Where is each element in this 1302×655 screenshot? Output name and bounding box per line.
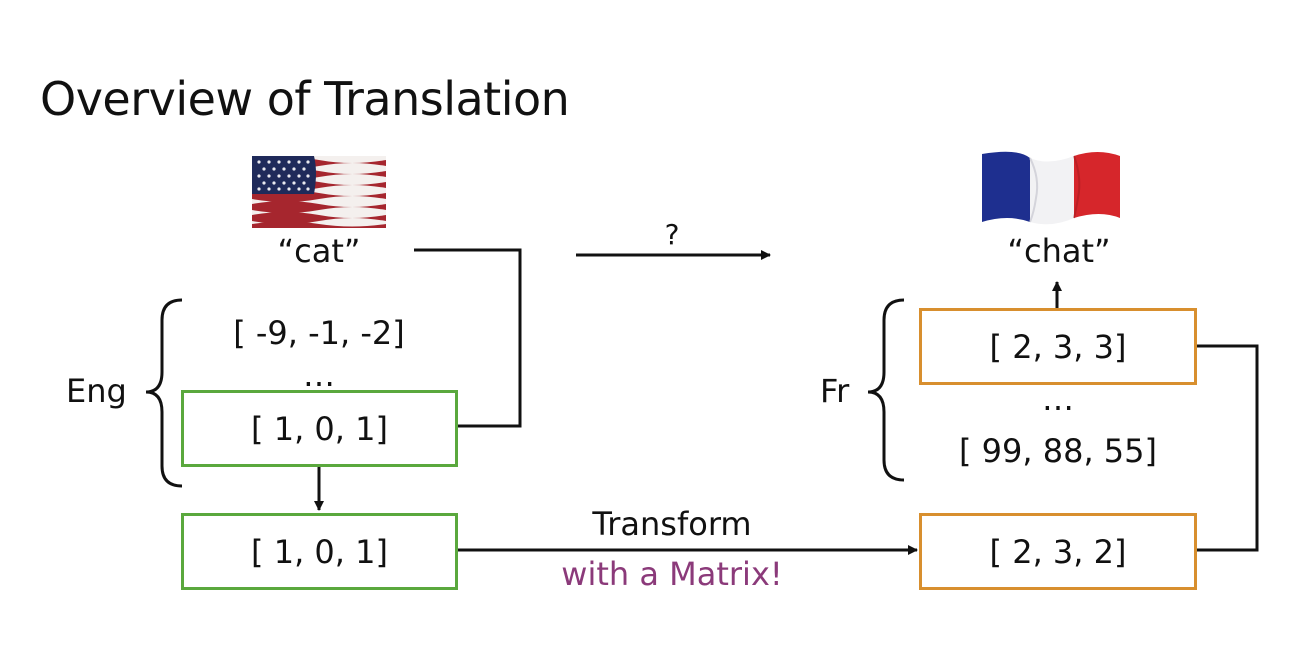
- transform-label: Transform: [592, 505, 752, 543]
- fr-brace: [867, 298, 905, 482]
- question-mark: ?: [664, 218, 680, 251]
- fr-vector-last: [ 99, 88, 55]: [959, 432, 1157, 470]
- fr-label: Fr: [820, 372, 850, 410]
- nearest-vector-line: [1197, 344, 1259, 552]
- france-flag-icon: [982, 151, 1120, 225]
- fr-nearest-vector-box: [ 2, 3, 3]: [919, 308, 1197, 385]
- eng-vector-1: [ -9, -1, -2]: [233, 314, 405, 352]
- fr-vector-ellipsis: …: [1042, 380, 1074, 418]
- eng-copied-vector-box: [ 1, 0, 1]: [181, 513, 458, 590]
- eng-brace: [145, 298, 183, 488]
- slide-title: Overview of Translation: [40, 72, 570, 126]
- eng-label: Eng: [66, 372, 127, 410]
- french-word: “chat”: [1007, 232, 1111, 270]
- cat-to-vector-line: [414, 248, 522, 428]
- us-flag-icon: [252, 156, 386, 228]
- transform-sublabel: with a Matrix!: [561, 555, 783, 593]
- fr-transformed-vector-box: [ 2, 3, 2]: [919, 513, 1197, 590]
- english-word: “cat”: [277, 232, 361, 270]
- eng-vector-ellipsis: …: [303, 356, 335, 394]
- eng-cat-vector-box: [ 1, 0, 1]: [181, 390, 458, 467]
